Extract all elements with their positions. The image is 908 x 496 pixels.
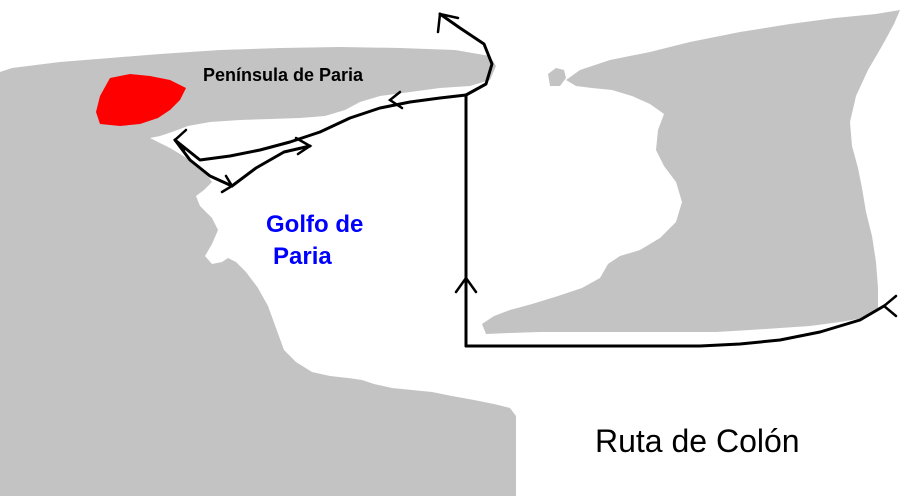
route-segment-exit-north <box>438 12 494 97</box>
route-segment-return-east <box>230 144 312 188</box>
label-gulf-line2: Paria <box>273 243 332 270</box>
arrowhead-north-leg <box>454 275 478 294</box>
route-segment-peninsula <box>173 93 468 162</box>
red-region-marker <box>96 74 186 126</box>
arrowhead-return-east <box>294 136 313 156</box>
arrowhead-peninsula <box>387 90 404 110</box>
route-segment-south-coast <box>464 304 886 348</box>
trinidad-island <box>482 10 900 334</box>
arrowhead-east-entry <box>882 294 898 318</box>
route-path-with-arrowheads <box>173 12 886 348</box>
arrowhead-exit-north <box>436 12 460 34</box>
label-peninsula: Península de Paria <box>203 65 364 85</box>
label-gulf-line1: Golfo de <box>266 211 363 238</box>
arrowhead-gulf-branch <box>220 174 234 194</box>
label-title: Ruta de Colón <box>595 423 800 459</box>
mainland-landmass <box>0 47 516 496</box>
small-islet <box>548 68 566 86</box>
route-arrowheads <box>173 12 898 318</box>
arrowhead-west-end <box>173 128 188 152</box>
